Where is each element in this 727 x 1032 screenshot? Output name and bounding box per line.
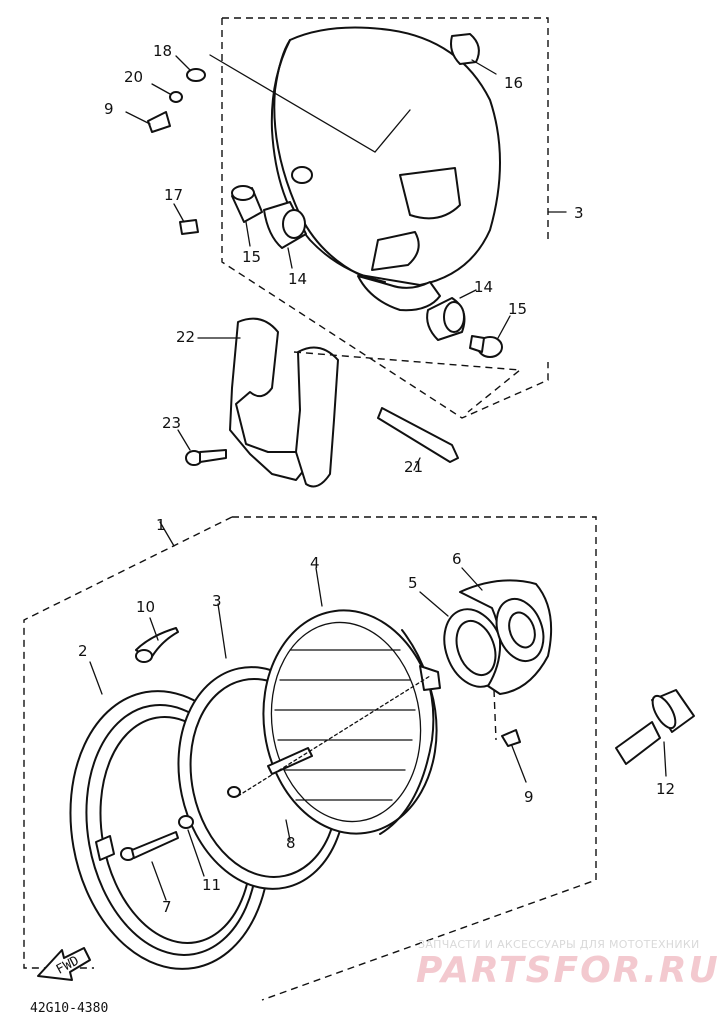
clip-10	[135, 617, 179, 663]
washer-20	[151, 83, 183, 103]
fastener-18	[175, 55, 206, 82]
label-3-top: 3	[574, 204, 584, 222]
fwd-arrow-icon: FWD	[37, 947, 91, 981]
label-9-top: 9	[104, 100, 114, 118]
label-16: 16	[504, 74, 523, 92]
label-9-lower: 9	[524, 788, 534, 806]
bolt-15-right	[469, 315, 511, 358]
adjust-screw-8	[237, 675, 431, 841]
label-15-right: 15	[508, 300, 527, 318]
bolt-21	[377, 407, 459, 471]
dashed-bolt-path	[293, 351, 522, 413]
reflector-4	[262, 567, 441, 835]
label-22: 22	[176, 328, 195, 346]
screw-7	[120, 831, 179, 901]
upper-assembly	[125, 17, 567, 488]
mounting-bracket	[197, 317, 339, 488]
label-7: 7	[162, 898, 172, 916]
label-3-lower: 3	[212, 592, 222, 610]
bolt-17	[173, 203, 199, 235]
cover-6	[459, 567, 553, 695]
label-6: 6	[452, 550, 462, 568]
bolt-23	[177, 429, 227, 466]
drawing-code: 42G10-4380	[30, 1001, 108, 1016]
label-14-left: 14	[288, 270, 307, 288]
nut-11	[178, 786, 241, 877]
label-2: 2	[78, 642, 88, 660]
headlight-housing	[209, 26, 501, 312]
watermark-line1: ЗАПЧАСТИ И АКСЕССУАРЫ ДЛЯ МОТОТЕХНИКИ	[418, 938, 700, 951]
label-20: 20	[124, 68, 143, 86]
label-18: 18	[153, 42, 172, 60]
label-12: 12	[656, 780, 675, 798]
bushing-14-left	[263, 201, 307, 269]
label-4: 4	[310, 554, 320, 572]
watermark: ЗАПЧАСТИ И АКСЕССУАРЫ ДЛЯ МОТОТЕХНИКИ PA…	[416, 938, 720, 991]
label-15-left: 15	[242, 248, 261, 266]
label-5: 5	[408, 574, 418, 592]
bushing-14-right	[426, 289, 477, 341]
label-10: 10	[136, 598, 155, 616]
label-21: 21	[404, 458, 423, 476]
lower-assembly	[23, 516, 695, 1001]
label-11: 11	[202, 876, 221, 894]
watermark-line2: PARTSFOR.RU	[416, 950, 720, 991]
bulb-12	[615, 689, 695, 777]
label-14-right: 14	[474, 278, 493, 296]
bolt-9-top	[125, 111, 171, 133]
part-labels: 18 20 9 16 3 17 15 14 14 15 22 23 21 1 4…	[78, 42, 675, 916]
label-1: 1	[156, 516, 166, 534]
screw-9-lower	[493, 689, 527, 783]
label-23: 23	[162, 414, 181, 432]
label-8: 8	[286, 834, 296, 852]
bushing-15-left	[231, 185, 263, 247]
group-outline-upper	[221, 17, 549, 419]
label-17: 17	[164, 186, 183, 204]
